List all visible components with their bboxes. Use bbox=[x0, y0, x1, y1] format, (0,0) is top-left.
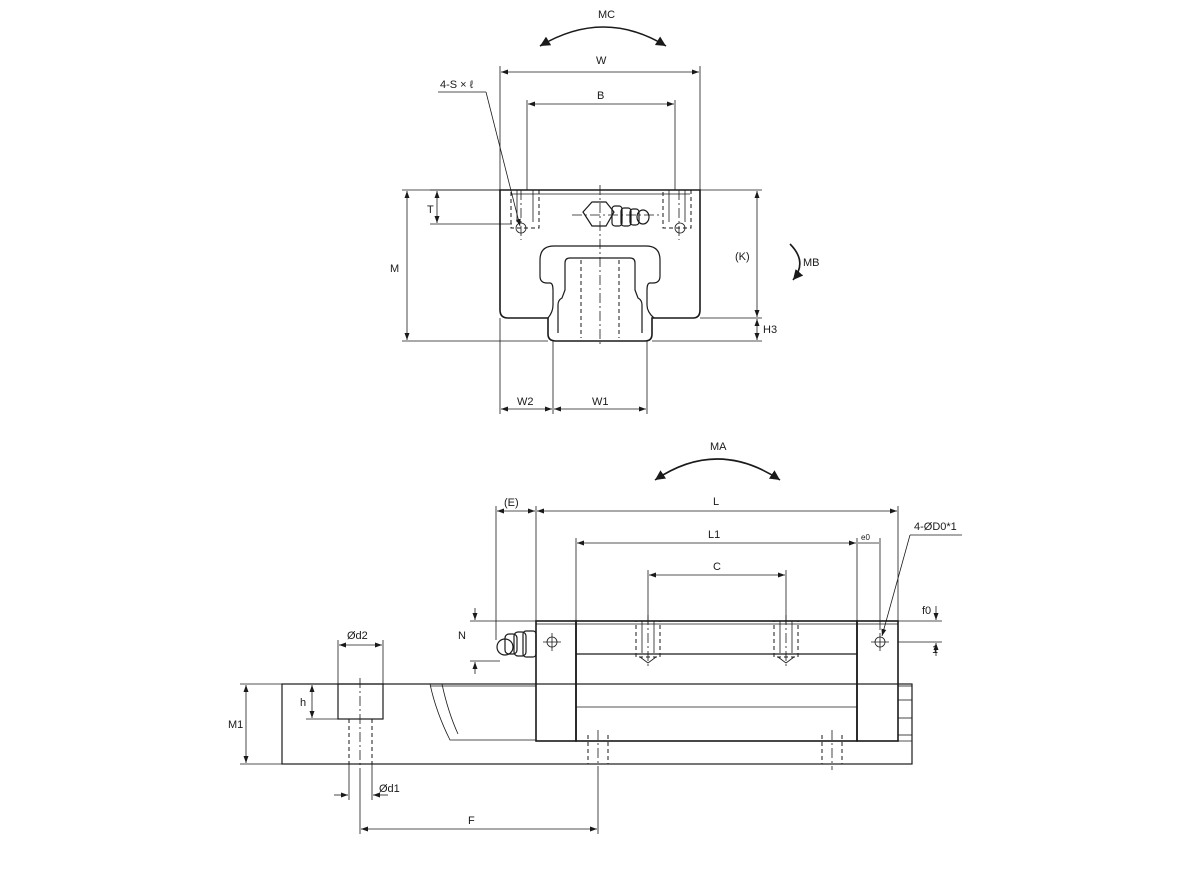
d2-label: Ød2 bbox=[347, 630, 368, 642]
seal-hole-left bbox=[543, 633, 561, 651]
s-thread-label: 4-S × ℓ bbox=[440, 79, 474, 91]
side-view: MA (E) L L1 e0 4-ØD0*1 C f0 1 bbox=[228, 441, 962, 834]
e0-label: e0 bbox=[861, 533, 870, 542]
block-tap-right bbox=[773, 615, 799, 667]
tapped-hole-right bbox=[662, 189, 692, 240]
one-label: 1 bbox=[932, 644, 938, 656]
rail-hole-right bbox=[821, 730, 843, 770]
seal-hole-right bbox=[871, 633, 889, 651]
rail-hole-middle bbox=[587, 730, 609, 770]
h3-label: H3 bbox=[763, 324, 777, 336]
d0-leader bbox=[881, 534, 911, 637]
rail-profile-left bbox=[539, 275, 554, 319]
l1-label: L1 bbox=[708, 529, 720, 541]
f-label: F bbox=[468, 815, 475, 827]
f0-label: f0 bbox=[922, 605, 931, 617]
d1-label: Ød1 bbox=[379, 783, 400, 795]
n-label: N bbox=[458, 630, 466, 642]
carriage-block-outline bbox=[499, 189, 701, 342]
end-view: MC W B 4-S × ℓ bbox=[390, 9, 820, 414]
rail-counterbore-hole bbox=[337, 678, 384, 770]
rail-groove-curve-2 bbox=[441, 683, 459, 735]
ma-label: MA bbox=[710, 441, 727, 453]
carriage-end-seal-right bbox=[856, 620, 899, 742]
e-label: (E) bbox=[504, 497, 519, 509]
mb-label: MB bbox=[803, 257, 820, 269]
c-label: C bbox=[713, 561, 721, 573]
rail-profile bbox=[539, 245, 661, 319]
grease-nipple-side-view bbox=[496, 630, 537, 658]
block-tap-left bbox=[635, 615, 661, 667]
k-label: (K) bbox=[735, 251, 750, 263]
l-label: L bbox=[713, 496, 719, 508]
mc-moment-arrow bbox=[539, 26, 667, 47]
rail-body bbox=[281, 683, 913, 765]
m1-label: M1 bbox=[228, 719, 243, 731]
w2-label: W2 bbox=[517, 396, 534, 408]
t-label: T bbox=[427, 204, 434, 216]
mc-label: MC bbox=[598, 9, 615, 21]
ma-moment-arrow bbox=[654, 458, 781, 481]
rail-groove-curve-1 bbox=[429, 683, 536, 741]
carriage-body bbox=[575, 620, 858, 742]
w-label: W bbox=[596, 55, 607, 67]
w1-label: W1 bbox=[592, 396, 609, 408]
mb-moment-arrow bbox=[789, 243, 804, 281]
grease-nipple-end-view bbox=[582, 201, 650, 227]
s-thread-leader bbox=[485, 91, 521, 227]
d0-label: 4-ØD0*1 bbox=[914, 521, 957, 533]
b-label: B bbox=[597, 90, 604, 102]
tapped-hole-left bbox=[510, 189, 540, 240]
h-label: h bbox=[300, 697, 306, 709]
m-label: M bbox=[390, 263, 399, 275]
